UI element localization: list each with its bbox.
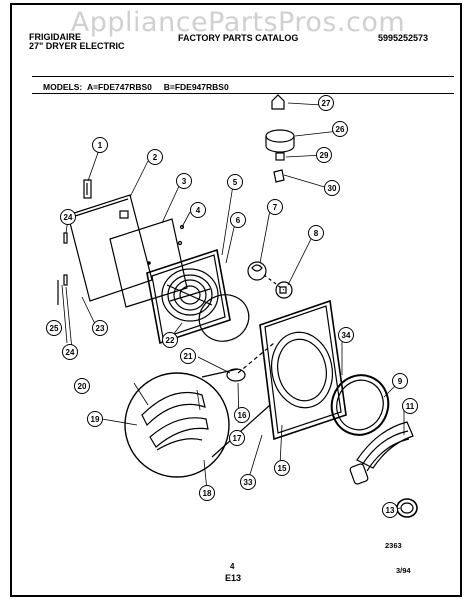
callout-group: 1234567891113151617181920212223242425262… xyxy=(46,95,418,518)
callout-30-circle xyxy=(324,180,340,196)
callout-21-label: 21 xyxy=(184,352,193,361)
screw-left-bottom xyxy=(63,274,68,286)
callout-2-label: 2 xyxy=(153,153,158,162)
callout-22-label: 22 xyxy=(166,336,175,345)
callout-15-label: 15 xyxy=(278,464,287,473)
callout-18-label: 18 xyxy=(203,489,212,498)
drum-seal-part xyxy=(330,374,390,436)
screw-left-top xyxy=(63,232,68,244)
callout-27-circle xyxy=(318,95,334,111)
callout-19-label: 19 xyxy=(91,415,100,424)
callout-24-circle xyxy=(60,209,76,225)
callout-24-label: 24 xyxy=(66,348,75,357)
front-panel-part xyxy=(259,299,347,441)
callout-6-circle xyxy=(230,212,246,228)
callout-1-label: 1 xyxy=(98,141,103,150)
callout-24-circle xyxy=(62,344,78,360)
models-label: MODELS: xyxy=(43,82,83,92)
callout-34-label: 34 xyxy=(342,331,351,340)
brand-name: FRIGIDAIRE xyxy=(29,32,82,42)
callout-26-circle xyxy=(332,121,348,137)
callout-34-circle xyxy=(338,327,354,343)
callout-23-circle xyxy=(92,320,108,336)
callout-13-label: 13 xyxy=(386,506,395,515)
callout-17-label: 17 xyxy=(233,434,242,443)
knob-assembly-part xyxy=(265,94,295,183)
callout-11-circle xyxy=(402,398,418,414)
catalog-title: FACTORY PARTS CATALOG xyxy=(178,33,299,43)
callout-7-circle xyxy=(267,199,283,215)
page-index: 4 xyxy=(230,562,235,571)
callout-18-circle xyxy=(199,485,215,501)
callout-1-circle xyxy=(92,137,108,153)
callout-20-label: 20 xyxy=(78,382,87,391)
callout-5-circle xyxy=(227,174,243,190)
callout-27-label: 27 xyxy=(322,99,331,108)
header-rule-top xyxy=(32,76,454,77)
callout-5-label: 5 xyxy=(233,178,238,187)
callout-3-circle xyxy=(176,173,192,189)
callout-22-circle xyxy=(162,332,178,348)
page-code: E13 xyxy=(225,573,241,583)
callout-16-label: 16 xyxy=(238,411,247,420)
model-a: A=FDE747RBS0 xyxy=(86,82,152,92)
callout-2-circle xyxy=(147,149,163,165)
callout-25-label: 25 xyxy=(50,324,59,333)
callout-8-label: 8 xyxy=(314,229,319,238)
page-date: 3/94 xyxy=(396,566,411,575)
callout-33-label: 33 xyxy=(244,478,253,487)
callout-26-label: 26 xyxy=(336,125,345,134)
drawing-number: 2363 xyxy=(385,541,402,550)
insulation-sheet-part xyxy=(109,218,188,308)
strike-part xyxy=(275,281,293,299)
door-gasket-part xyxy=(198,294,250,342)
bracket-part xyxy=(83,179,92,199)
callout-9-label: 9 xyxy=(398,377,403,386)
callout-6-label: 6 xyxy=(236,216,241,225)
product-title: 27" DRYER ELECTRIC xyxy=(29,41,125,51)
detail-magnifier xyxy=(124,372,230,478)
callout-33-circle xyxy=(240,474,256,490)
callout-11-label: 11 xyxy=(406,402,415,411)
callout-24-label: 24 xyxy=(64,213,73,222)
exploded-parts-diagram: 1234567891113151617181920212223242425262… xyxy=(46,94,418,583)
callout-21-circle xyxy=(180,348,196,364)
exhaust-duct-part xyxy=(349,421,414,485)
inner-door-part xyxy=(146,248,231,345)
callout-19-circle xyxy=(87,411,103,427)
header-rule-bottom xyxy=(32,93,454,94)
model-b: B=FDE947RBS0 xyxy=(163,82,229,92)
latch-part xyxy=(247,261,267,281)
callout-29-circle xyxy=(316,147,332,163)
callout-13-circle xyxy=(382,502,398,518)
callout-17-circle xyxy=(229,430,245,446)
callout-8-circle xyxy=(308,225,324,241)
callout-20-circle xyxy=(74,378,90,394)
callout-16-circle xyxy=(234,407,250,423)
callout-4-circle xyxy=(190,202,206,218)
callout-23-label: 23 xyxy=(96,324,105,333)
callout-29-label: 29 xyxy=(320,151,329,160)
catalog-page: AppliancePartsPros.com FRIGIDAIRE 27" DR… xyxy=(10,3,462,597)
callout-25-circle xyxy=(46,320,62,336)
callout-15-circle xyxy=(274,460,290,476)
callout-3-label: 3 xyxy=(182,177,187,186)
catalog-number: 5995252573 xyxy=(378,33,429,43)
callout-7-label: 7 xyxy=(273,203,278,212)
callout-4-label: 4 xyxy=(196,206,201,215)
callout-30-label: 30 xyxy=(328,184,337,193)
callout-9-circle xyxy=(392,373,408,389)
door-panel-part xyxy=(67,194,153,302)
models-line: MODELS: A=FDE747RBS0 B=FDE947RBS0 xyxy=(43,82,229,92)
